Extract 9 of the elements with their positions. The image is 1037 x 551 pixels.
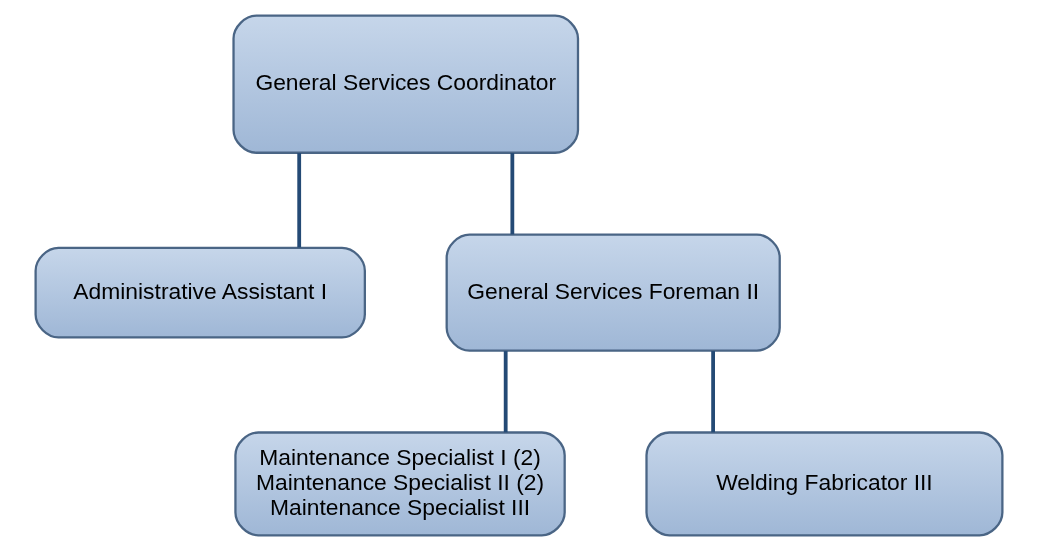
node-box: Maintenance Specialist I (2) Maintenance Specialist II (2) Maintenance Specialist III <box>233 431 566 537</box>
node-box: General Services Foreman II <box>445 233 781 352</box>
connector <box>296 153 301 248</box>
connector <box>509 153 514 235</box>
node-box: Administrative Assistant I <box>33 246 366 339</box>
node-box: Welding Fabricator III <box>644 431 1004 537</box>
connector <box>503 351 508 433</box>
connector <box>710 351 715 433</box>
node-box: General Services Coordinator <box>231 14 579 154</box>
